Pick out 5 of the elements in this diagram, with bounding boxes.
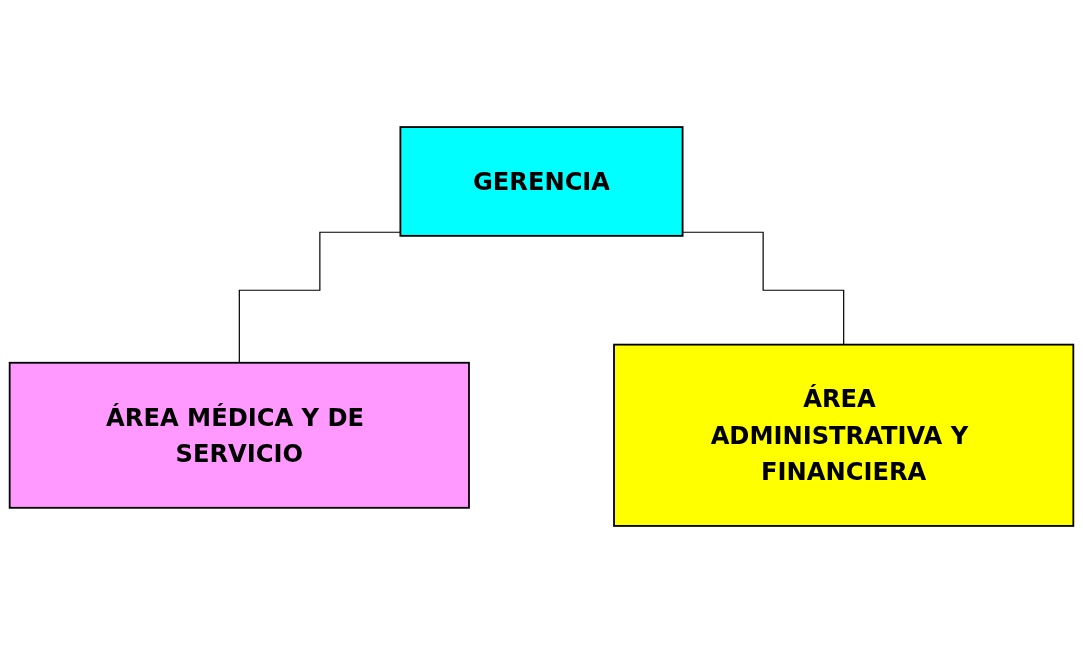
connector bbox=[682, 231, 845, 346]
node-box: ÁREA ADMINISTRATIVA Y FINANCIERA bbox=[613, 343, 1075, 527]
node-box: ÁREA MÉDICA Y DE SERVICIO bbox=[8, 361, 470, 509]
node-box: GERENCIA bbox=[399, 126, 684, 237]
connector bbox=[238, 231, 401, 364]
